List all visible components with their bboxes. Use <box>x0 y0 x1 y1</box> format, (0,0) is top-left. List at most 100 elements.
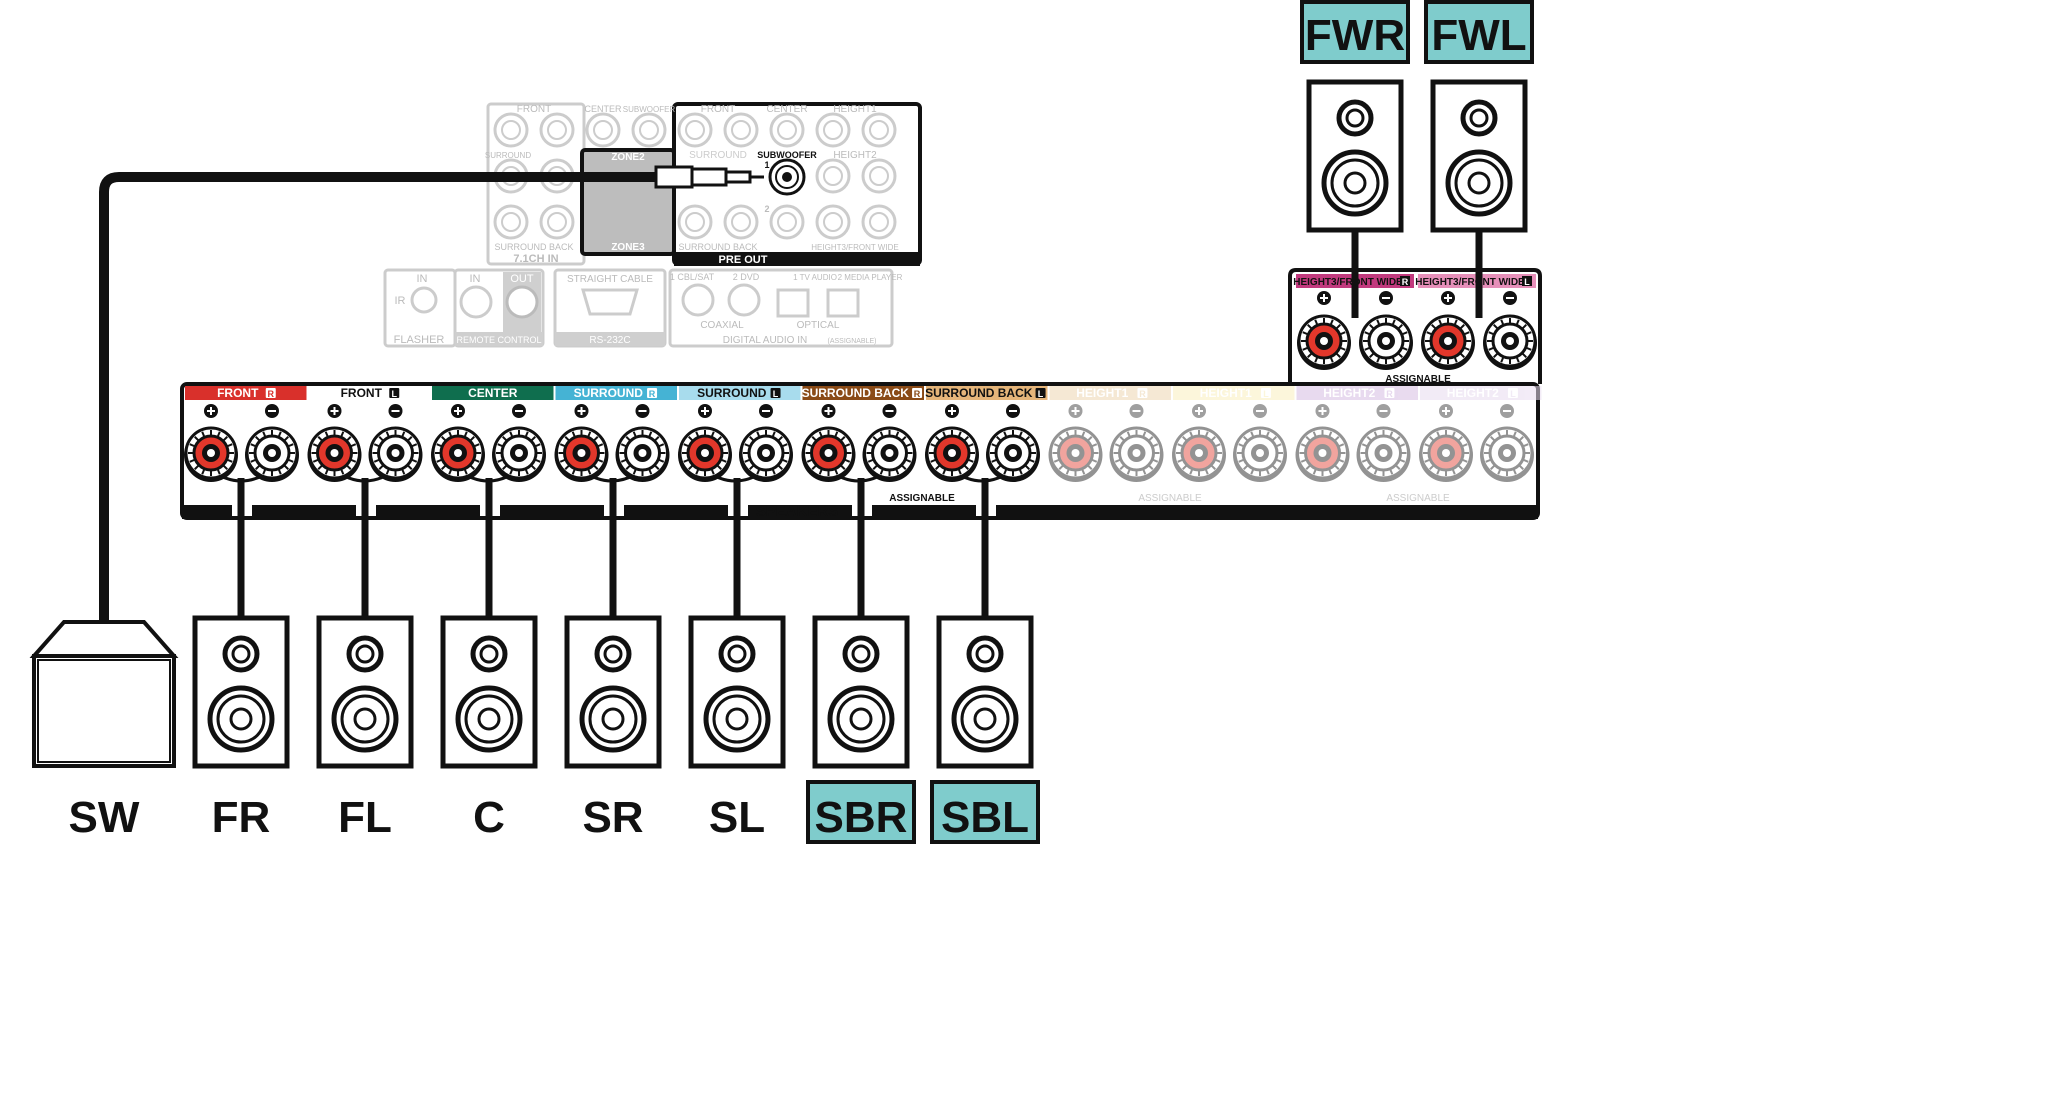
label-flasher-in: IN <box>417 273 428 285</box>
panel-bottom-bar-segment <box>748 505 852 519</box>
rca-jack <box>861 112 897 148</box>
coax1-jack <box>681 283 715 317</box>
rca-jack <box>815 204 851 240</box>
terminal-negative[interactable] <box>1483 314 1537 370</box>
terminal-positive[interactable] <box>801 426 856 482</box>
speaker-label: SBL <box>941 793 1029 842</box>
speaker-label: FR <box>212 793 271 842</box>
label-assignable-h1: ASSIGNABLE <box>1138 493 1202 504</box>
flasher-jack <box>410 286 438 314</box>
plus-icon <box>451 404 465 418</box>
label-cbl: 1 CBL/SAT <box>670 272 715 282</box>
terminal-negative[interactable] <box>739 426 793 482</box>
terminal-positive[interactable] <box>678 426 732 482</box>
terminal-positive[interactable] <box>1297 314 1351 370</box>
terminal-negative[interactable] <box>245 426 299 482</box>
terminal-positive[interactable] <box>184 426 238 482</box>
subwoofer-jack-pin <box>782 172 792 182</box>
terminal-positive[interactable] <box>1048 426 1103 482</box>
rca-jack <box>585 112 621 148</box>
speaker-sr: SR <box>567 618 659 842</box>
terminal-negative[interactable] <box>1109 426 1164 482</box>
label-remote: REMOTE CONTROL <box>456 335 541 345</box>
terminal-negative[interactable] <box>1356 426 1411 482</box>
channel-badge-letter: R <box>268 389 275 399</box>
terminal-negative[interactable] <box>862 426 917 482</box>
channel-badge-box <box>770 388 781 398</box>
terminal-positive[interactable] <box>1421 314 1475 370</box>
terminal-positive[interactable] <box>1172 426 1226 482</box>
speaker-fl: FL <box>319 618 411 842</box>
minus-icon <box>1500 404 1514 418</box>
terminal-negative[interactable] <box>368 426 423 482</box>
terminal-positive[interactable] <box>307 426 362 482</box>
channel-label-text: SURROUND BACK <box>802 386 910 400</box>
rca-jack <box>861 158 897 194</box>
terminal-negative[interactable] <box>492 426 546 482</box>
speaker-sl: SL <box>691 618 783 842</box>
subwoofer-jack-ring <box>775 165 799 189</box>
terminal-positive[interactable] <box>925 426 979 482</box>
channel-badge-letter: R <box>649 389 656 399</box>
terminal-negative[interactable] <box>1233 426 1287 482</box>
label-height3-fw: HEIGHT3/FRONT WIDE <box>811 243 898 252</box>
label-sub1: 1 <box>764 160 769 170</box>
rc-out-jack <box>505 285 539 319</box>
terminal-positive[interactable] <box>1295 426 1350 482</box>
plus-icon <box>945 404 959 418</box>
minus-icon <box>635 404 650 418</box>
label-rc-out: OUT <box>510 273 534 285</box>
height3-badge-box <box>1522 276 1532 286</box>
minus-icon <box>1129 404 1144 418</box>
terminal-positive[interactable] <box>554 426 609 482</box>
label-assignable-paren: (ASSIGNABLE) <box>827 338 876 345</box>
terminal-negative[interactable] <box>1359 314 1413 370</box>
label-sub2: 2 <box>764 204 769 214</box>
preout-title-bar <box>674 252 920 266</box>
minus-icon <box>1503 291 1517 305</box>
speaker-label: SBR <box>815 793 908 842</box>
height3-badge-box <box>1400 276 1410 286</box>
plus-icon <box>327 404 342 418</box>
terminal-negative[interactable] <box>615 426 670 482</box>
speaker-label: FWR <box>1305 11 1405 60</box>
rca-jack <box>723 204 759 240</box>
label-ir: IR <box>395 295 406 307</box>
terminal-negative[interactable] <box>986 426 1040 482</box>
label-coaxial: COAXIAL <box>700 320 744 331</box>
speaker-label-box <box>930 780 1040 844</box>
channel-label-text: FRONT <box>341 386 383 400</box>
label-media-player: 2 MEDIA PLAYER <box>838 273 903 282</box>
speaker-sbr: SBR <box>806 618 916 844</box>
plus-icon <box>821 404 836 418</box>
terminal-positive[interactable] <box>431 426 485 482</box>
terminal-positive[interactable] <box>1419 426 1473 482</box>
label-in71-center: CENTER <box>584 104 622 114</box>
channel-badge-box <box>389 388 400 398</box>
label-speakers: SPEAKERS <box>756 503 839 520</box>
channel-badge-letter: L <box>1510 389 1516 399</box>
channel-badge-box <box>912 388 923 398</box>
channel-label-text: HEIGHT2 <box>1447 386 1499 400</box>
coax2-jack <box>727 283 761 317</box>
label-surround-back: SURROUND BACK <box>678 242 757 252</box>
panel-bottom-bar-segment <box>996 505 1538 519</box>
speaker-c: C <box>443 618 535 842</box>
remote-label-bar <box>455 332 543 346</box>
label-assignable-sb: ASSIGNABLE <box>889 493 955 504</box>
label-in71-sb: SURROUND BACK <box>494 242 573 252</box>
terminal-negative[interactable] <box>1480 426 1534 482</box>
minus-icon <box>1376 404 1391 418</box>
plus-icon <box>1192 404 1206 418</box>
panel-bottom-bar-segment <box>872 505 976 519</box>
subwoofer-label: SW <box>69 793 140 842</box>
channel-badge-box <box>1384 388 1395 398</box>
plus-icon <box>698 404 712 418</box>
plus-icon <box>1439 404 1453 418</box>
channel-label-text: HEIGHT1 <box>1200 386 1252 400</box>
panel-bottom-bar-segment <box>182 505 232 519</box>
